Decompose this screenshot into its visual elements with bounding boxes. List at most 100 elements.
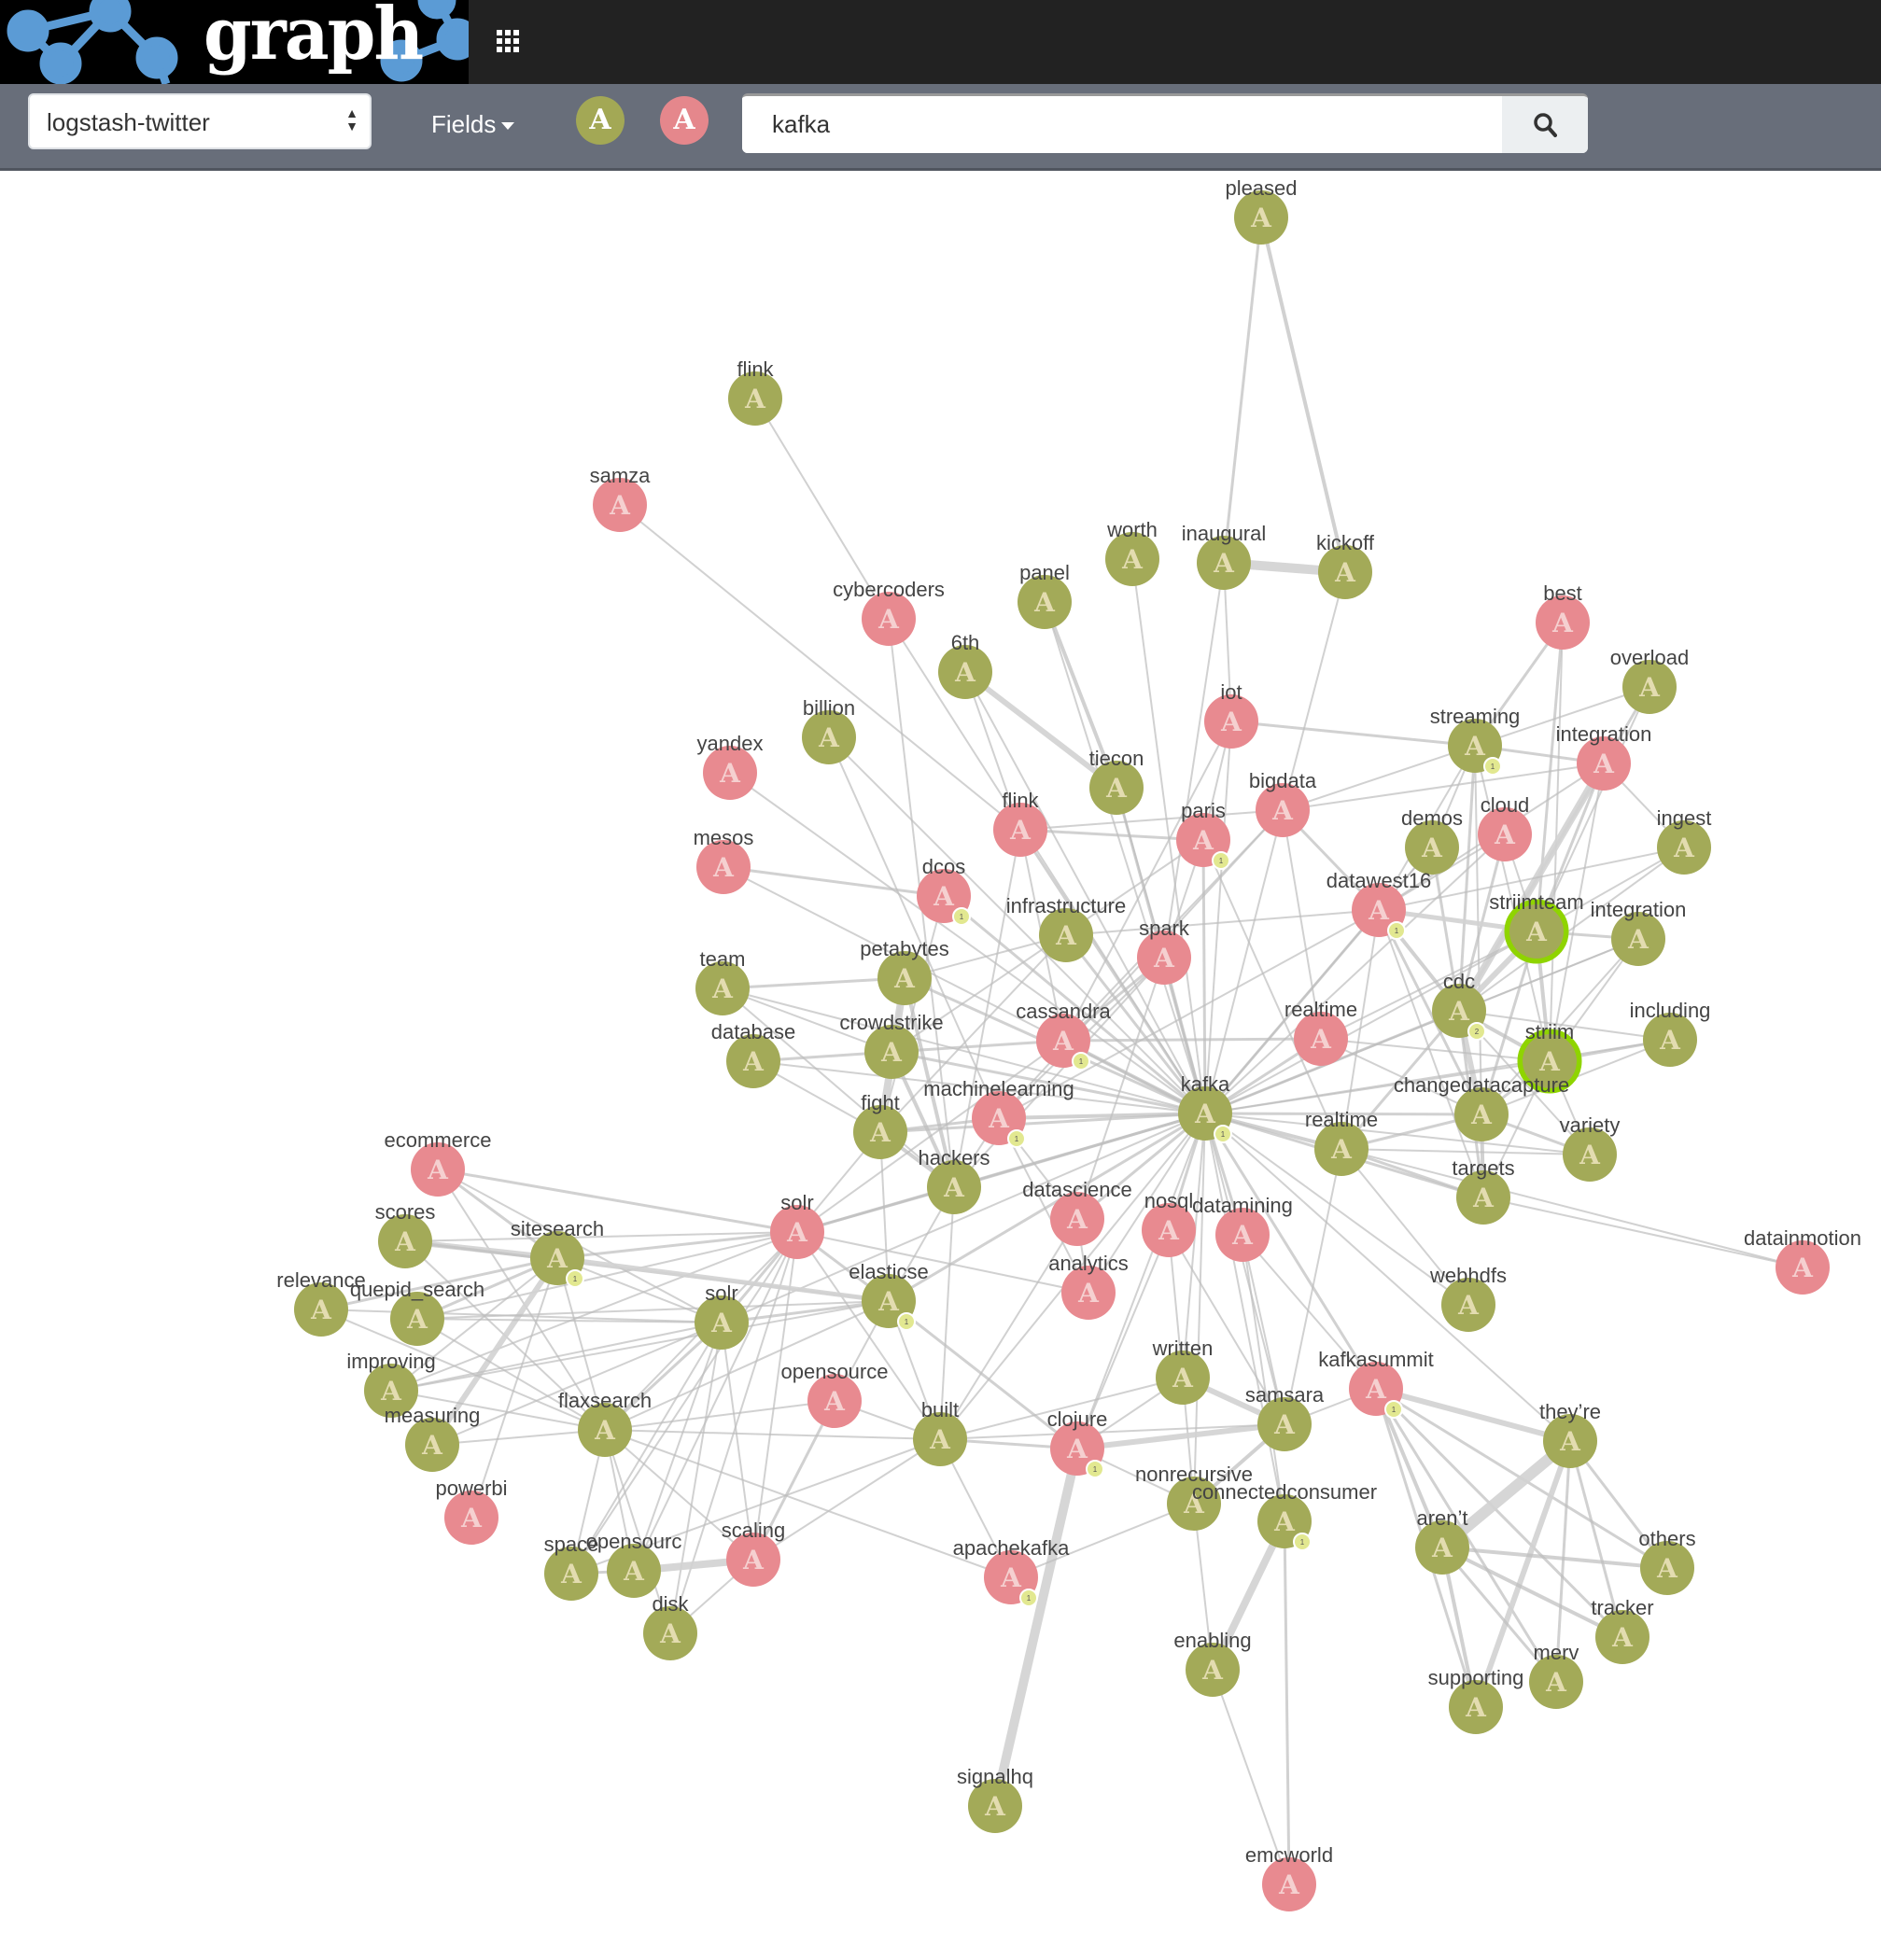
graph-edge[interactable] (891, 1050, 1206, 1115)
graph-edge[interactable] (1474, 745, 1551, 1062)
graph-edge[interactable] (1341, 1148, 1591, 1155)
graph-edge[interactable] (1201, 839, 1207, 1114)
graph-edge[interactable] (1076, 1229, 1170, 1449)
graph-edge[interactable] (1377, 909, 1483, 1115)
graph-edge[interactable] (604, 1429, 1012, 1578)
graph-edge[interactable] (604, 1429, 941, 1440)
graph-edge[interactable] (604, 1429, 671, 1634)
graph-edge[interactable] (1065, 909, 1380, 936)
graph-edge[interactable] (437, 1168, 798, 1234)
graph-edge[interactable] (416, 1231, 798, 1320)
apps-grid-icon[interactable] (497, 30, 521, 54)
graph-edge[interactable] (1481, 938, 1639, 1115)
graph-edge[interactable] (721, 1299, 890, 1324)
graph-edge[interactable] (1116, 787, 1165, 959)
graph-edge[interactable] (828, 736, 1206, 1114)
graph-edge[interactable] (722, 987, 955, 1188)
graph-edge[interactable] (1320, 1038, 1482, 1115)
graph-edge[interactable] (556, 1230, 798, 1260)
graph-edge[interactable] (570, 1322, 723, 1575)
graph-edge[interactable] (939, 1377, 1184, 1440)
graph-edge[interactable] (1203, 909, 1381, 1114)
graph-edge[interactable] (939, 1218, 1078, 1440)
graph-edge[interactable] (1378, 847, 1685, 911)
graph-edge[interactable] (879, 1131, 890, 1302)
graph-edge[interactable] (1283, 1520, 1291, 1885)
graph-edge[interactable] (1230, 720, 1476, 748)
graph-edge[interactable] (796, 1231, 941, 1440)
graph-edge[interactable] (1242, 1234, 1377, 1390)
graph-edge[interactable] (752, 1060, 1206, 1114)
graph-edge[interactable] (556, 1257, 723, 1323)
graph-network[interactable]: ApleasedAflinkAsamzaAworthAinauguralAkic… (0, 171, 1881, 1960)
graph-edge[interactable] (604, 1300, 890, 1431)
index-pattern-select[interactable]: logstash-twitter ▲▼ (28, 93, 372, 149)
graph-edge[interactable] (390, 1300, 890, 1392)
graph-edge[interactable] (1204, 809, 1284, 1114)
graph-edge[interactable] (1374, 1387, 1624, 1639)
search-input[interactable] (742, 96, 1500, 153)
field-chip-olive[interactable]: A (576, 96, 625, 145)
graph-edge[interactable] (604, 1429, 754, 1561)
graph-edge[interactable] (1242, 1234, 1285, 1425)
graph-edge[interactable] (1193, 1113, 1206, 1505)
graph-edge[interactable] (1212, 1669, 1290, 1885)
graph-edge[interactable] (1341, 1148, 1469, 1306)
graph-edge[interactable] (633, 1322, 723, 1572)
graph-edge[interactable] (429, 1256, 560, 1447)
graph-edge[interactable] (722, 987, 892, 1053)
graph-edge[interactable] (1204, 1113, 1469, 1306)
graph-edge[interactable] (939, 1423, 1285, 1440)
graph-edge[interactable] (888, 1299, 1078, 1450)
graph-edge[interactable] (1282, 745, 1476, 811)
graph-edge[interactable] (990, 1447, 1082, 1808)
graph-edge[interactable] (904, 934, 1067, 979)
graph-edge[interactable] (1204, 1060, 1551, 1114)
graph-edge[interactable] (320, 1309, 723, 1323)
graph-edge[interactable] (1204, 931, 1537, 1114)
graph-edge[interactable] (416, 1318, 606, 1431)
graph-edge[interactable] (1341, 909, 1380, 1150)
graph-edge[interactable] (1340, 1010, 1461, 1150)
graph-edge[interactable] (1088, 1113, 1206, 1294)
graph-edge[interactable] (1320, 931, 1537, 1040)
graph-edge[interactable] (556, 1257, 606, 1431)
graph-edge[interactable] (796, 1185, 955, 1234)
graph-edge[interactable] (722, 976, 905, 990)
graph-edge[interactable] (1474, 745, 1482, 1115)
graph-edge[interactable] (1441, 1546, 1623, 1639)
graph-edge[interactable] (1076, 1112, 1206, 1221)
graph-edge[interactable] (619, 504, 1021, 831)
